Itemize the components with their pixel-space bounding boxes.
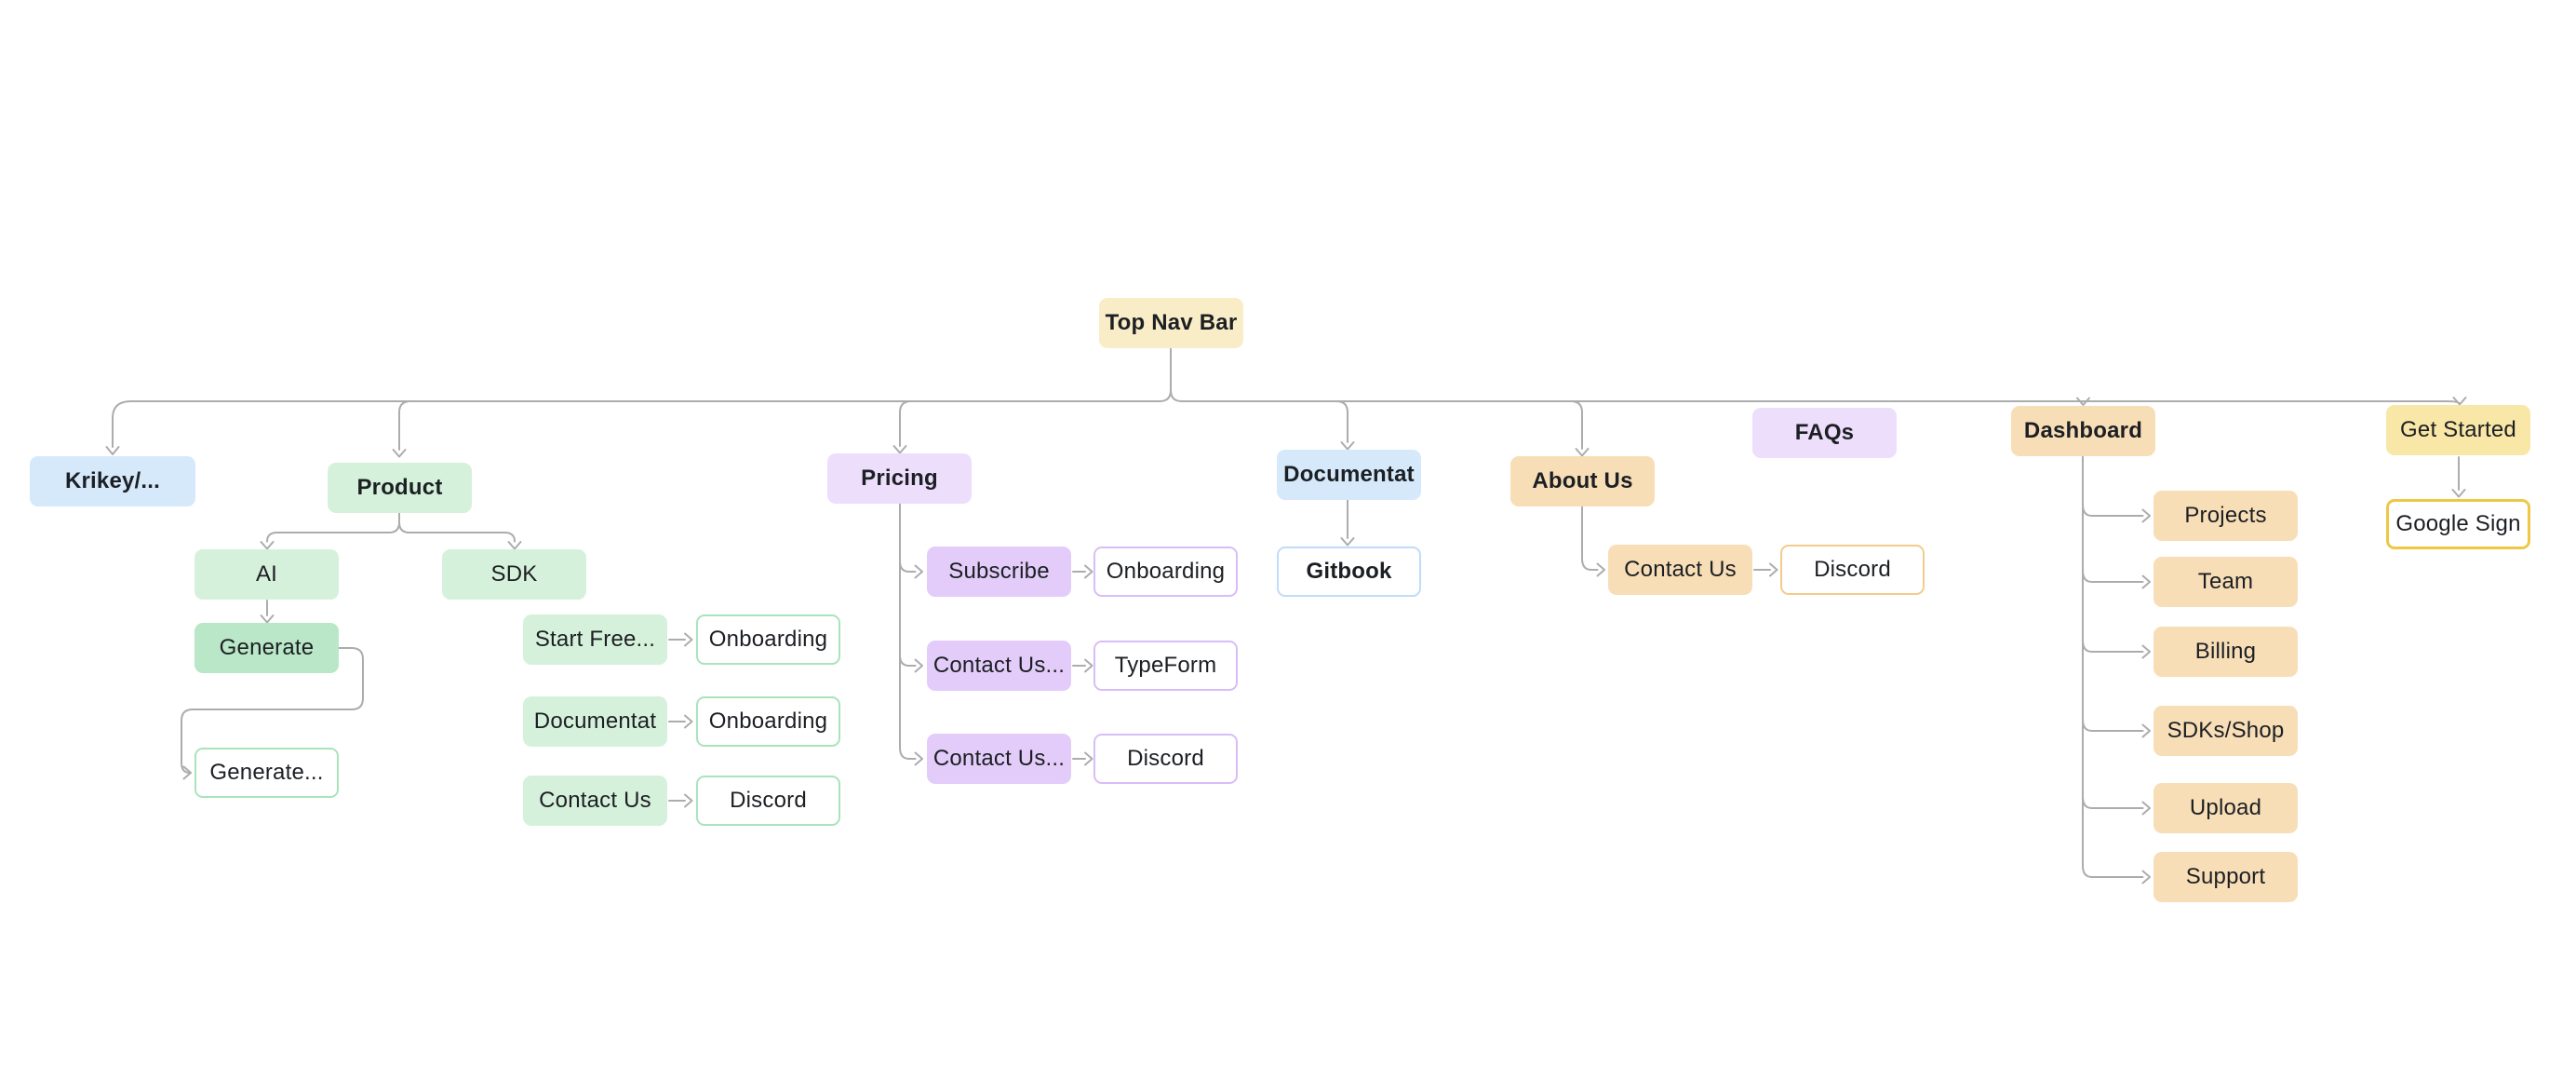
edge-generate-generate-more bbox=[181, 647, 364, 780]
node-sdk-documentation-onboarding[interactable]: Onboarding bbox=[696, 696, 840, 747]
node-pricing[interactable]: Pricing bbox=[827, 453, 972, 504]
edge-trunk-pricing bbox=[892, 400, 912, 454]
edge-dashboard-projects bbox=[2082, 504, 2151, 523]
node-sdk-start-free-onboarding[interactable]: Onboarding bbox=[696, 614, 840, 665]
edge-ai-generate bbox=[260, 600, 275, 624]
edge-trunk-dashboard bbox=[2076, 397, 2090, 406]
node-sdk[interactable]: SDK bbox=[442, 549, 586, 600]
node-documentation[interactable]: Documentat bbox=[1277, 450, 1421, 500]
edge-pricing-spine bbox=[899, 503, 923, 766]
node-get-started[interactable]: Get Started bbox=[2386, 405, 2530, 455]
edge-trunk-right-get-started bbox=[1170, 389, 2467, 406]
edge-pricing-subscribe bbox=[899, 560, 923, 579]
edge-dashboard-billing bbox=[2082, 640, 2151, 659]
node-ai[interactable]: AI bbox=[195, 549, 339, 600]
edge-dashboard-upload bbox=[2082, 796, 2151, 816]
edge-get-started-google bbox=[2451, 456, 2466, 498]
node-pricing-onboarding[interactable]: Onboarding bbox=[1093, 547, 1238, 597]
node-faqs[interactable]: FAQs bbox=[1752, 408, 1897, 458]
edge-documentation-gitbook bbox=[1340, 499, 1355, 547]
node-sdk-discord[interactable]: Discord bbox=[696, 776, 840, 826]
node-sdk-contact-us[interactable]: Contact Us bbox=[523, 776, 667, 826]
node-dashboard-projects[interactable]: Projects bbox=[2153, 491, 2298, 541]
node-product[interactable]: Product bbox=[328, 463, 472, 513]
node-dashboard-team[interactable]: Team bbox=[2153, 557, 2298, 607]
edge-contact2-discord bbox=[1072, 751, 1093, 766]
edge-trunk-product bbox=[392, 400, 411, 458]
edge-dashboard-sdks-shop bbox=[2082, 719, 2151, 738]
node-top-nav-bar[interactable]: Top Nav Bar bbox=[1099, 298, 1243, 348]
edge-contact1-typeform bbox=[1072, 658, 1093, 673]
node-gitbook[interactable]: Gitbook bbox=[1277, 547, 1421, 597]
node-google-sign[interactable]: Google Sign bbox=[2386, 499, 2530, 549]
edge-dashboard-spine-support bbox=[2082, 455, 2151, 884]
node-sdk-start-free[interactable]: Start Free... bbox=[523, 614, 667, 665]
node-generate[interactable]: Generate bbox=[195, 623, 339, 673]
node-krikey[interactable]: Krikey/... bbox=[30, 456, 195, 506]
node-about-discord[interactable]: Discord bbox=[1780, 545, 1925, 595]
edge-product-ai bbox=[260, 512, 400, 550]
node-pricing-subscribe[interactable]: Subscribe bbox=[927, 547, 1071, 597]
node-about-us[interactable]: About Us bbox=[1510, 456, 1655, 506]
node-pricing-contact-us-1[interactable]: Contact Us... bbox=[927, 641, 1071, 691]
edge-pricing-contact-1 bbox=[899, 655, 923, 673]
node-sdk-documentation[interactable]: Documentat bbox=[523, 696, 667, 747]
edge-trunk-left-krikey bbox=[105, 389, 1172, 455]
edge-sdk-contact-discord bbox=[668, 793, 693, 808]
node-generate-more[interactable]: Generate... bbox=[195, 748, 339, 798]
edge-trunk-about-us bbox=[1570, 400, 1590, 457]
node-dashboard-support[interactable]: Support bbox=[2153, 852, 2298, 902]
edge-sdk-documentation-onboarding bbox=[668, 714, 693, 729]
node-dashboard[interactable]: Dashboard bbox=[2011, 406, 2155, 456]
node-pricing-typeform[interactable]: TypeForm bbox=[1093, 641, 1238, 691]
edge-dashboard-team bbox=[2082, 570, 2151, 589]
node-dashboard-sdks-shop[interactable]: SDKs/Shop bbox=[2153, 706, 2298, 756]
node-pricing-discord[interactable]: Discord bbox=[1093, 734, 1238, 784]
edge-subscribe-onboarding bbox=[1072, 564, 1093, 579]
node-dashboard-upload[interactable]: Upload bbox=[2153, 783, 2298, 833]
node-pricing-contact-us-2[interactable]: Contact Us... bbox=[927, 734, 1071, 784]
node-dashboard-billing[interactable]: Billing bbox=[2153, 627, 2298, 677]
edge-trunk-documentation bbox=[1335, 400, 1355, 451]
node-about-contact-us[interactable]: Contact Us bbox=[1608, 545, 1752, 595]
edge-about-contact bbox=[1581, 506, 1605, 577]
edge-product-sdk bbox=[398, 512, 522, 550]
edge-start-free-onboarding bbox=[668, 632, 693, 647]
edge-about-contact-discord bbox=[1753, 562, 1778, 577]
